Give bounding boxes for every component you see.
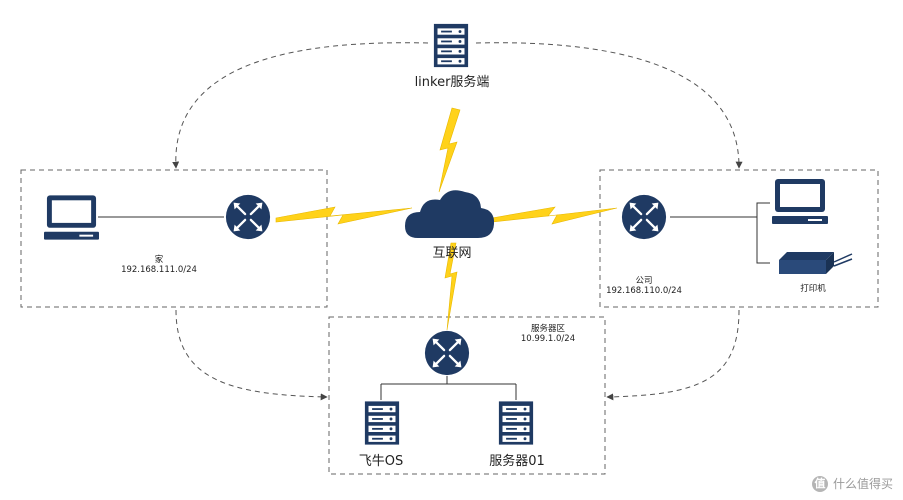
home-zone-frame	[20, 169, 328, 308]
watermark-text: 什么值得买	[832, 477, 893, 491]
internet-label: 互联网	[432, 246, 472, 261]
office-zone-frame	[599, 169, 879, 308]
linker-server-icon	[433, 23, 469, 68]
server-zone-subnet: 10.99.1.0/24	[520, 334, 576, 344]
watermark: 值 什么值得买	[811, 475, 893, 492]
linker-server-label: linker服务端	[414, 75, 490, 90]
serverzone-router-icon	[423, 329, 471, 377]
feiniu-os-label: 飞牛OS	[358, 454, 404, 469]
relay-curve-home-serverzone	[175, 309, 328, 401]
home-router-icon	[224, 193, 272, 241]
server01-icon	[498, 401, 534, 445]
feiniu-os-server-icon	[364, 401, 400, 445]
server-zone-frame	[328, 316, 606, 475]
server01-label: 服务器01	[489, 454, 545, 469]
watermark-badge-icon: 值	[811, 475, 828, 492]
office-pc-icon	[772, 179, 828, 224]
relay-curve-server-office	[475, 42, 743, 169]
relay-curve-office-serverzone	[606, 309, 740, 401]
home-pc-icon	[44, 195, 99, 240]
relay-curve-server-home	[172, 42, 429, 169]
office-subnet: 192.168.110.0/24	[606, 286, 682, 296]
lightning-link-home-internet	[275, 206, 413, 225]
home-zone-name: 家	[154, 255, 164, 265]
lightning-link-internet-serverzone	[444, 242, 458, 331]
lightning-link-office-internet	[491, 206, 618, 225]
printer-icon	[779, 252, 853, 274]
server-zone-name: 服务器区	[530, 324, 565, 334]
wire-office-switch-branch	[756, 202, 770, 264]
home-subnet: 192.168.111.0/24	[121, 265, 197, 275]
internet-cloud-icon	[405, 190, 495, 238]
office-zone-name: 公司	[635, 276, 653, 286]
lightning-link-server-internet	[438, 107, 461, 193]
printer-label: 打印机	[800, 284, 826, 294]
office-router-icon	[620, 193, 668, 241]
